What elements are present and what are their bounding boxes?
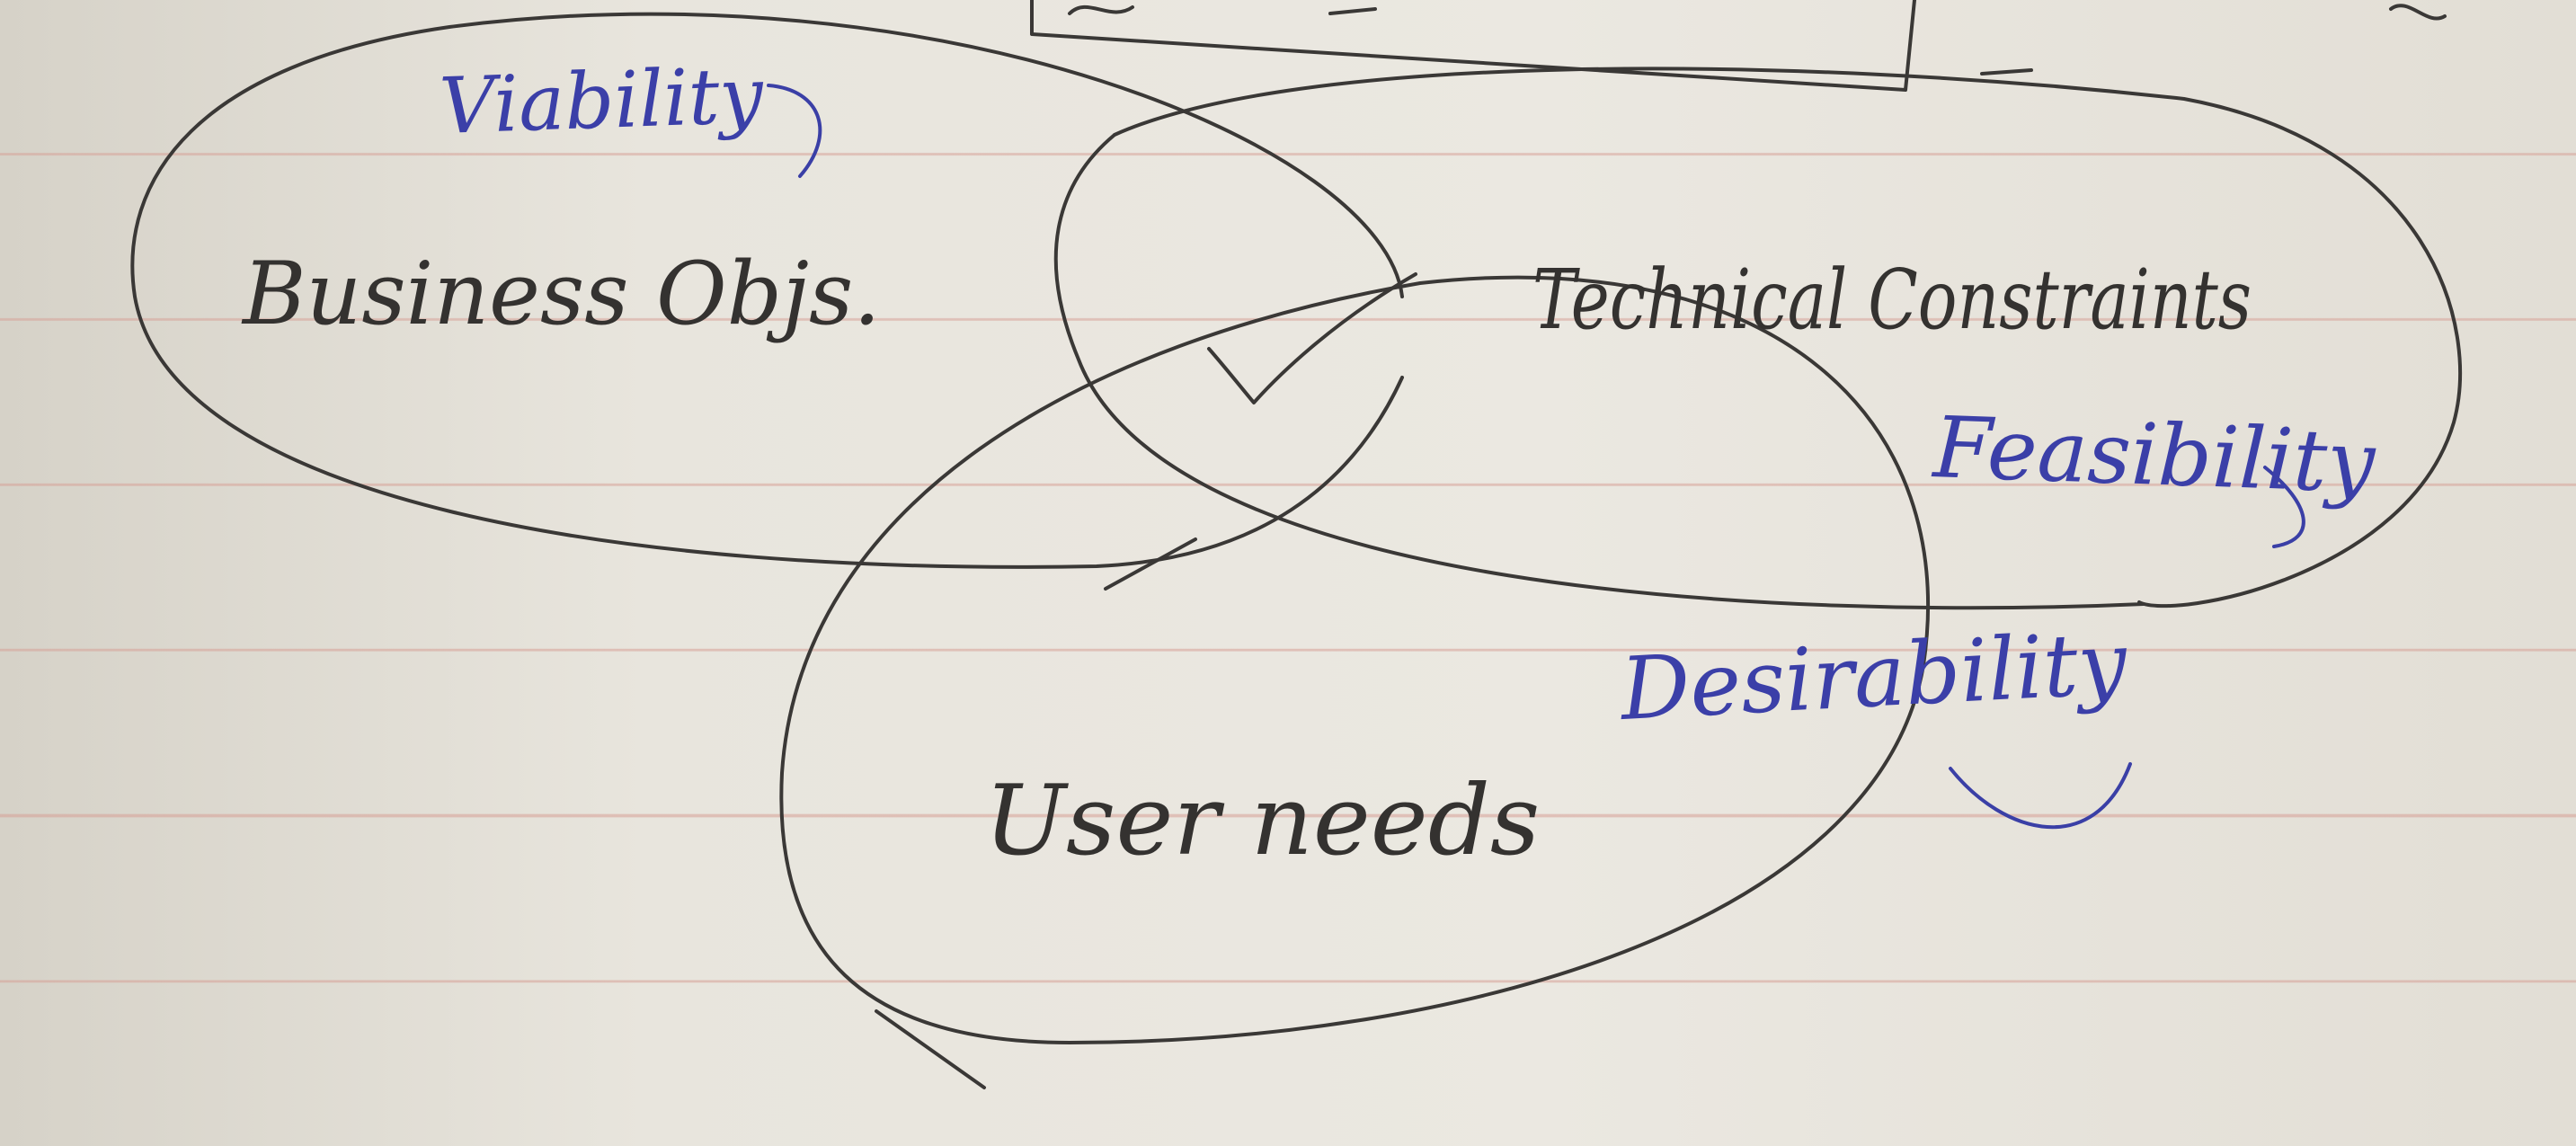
checkmark-icon: [1207, 272, 1417, 404]
feasibility-label: Feasibility: [1930, 399, 2378, 512]
top-box-outline: [1030, 0, 1916, 92]
desirability-content-label: User needs: [984, 765, 1540, 877]
desirability-ellipse: [779, 275, 1930, 1044]
feasibility-content-label: Technical Constraints: [1532, 252, 2252, 348]
feasibility-ellipse: [1053, 67, 2462, 610]
top-scribble: [1068, 4, 2447, 21]
desirability-label: Desirability: [1616, 613, 2130, 741]
viability-content-label: Business Objs.: [241, 244, 881, 344]
ellipse-tail-center: [1104, 537, 1197, 591]
viability-underline: [767, 84, 822, 178]
viability-ellipse: [130, 12, 1404, 569]
ellipse-tail-left: [875, 1009, 986, 1089]
feasibility-underline: [2263, 466, 2305, 548]
top-box-right-tail: [1980, 68, 2033, 76]
viability-label: Viability: [438, 50, 766, 152]
desirability-underline: [1949, 762, 2132, 829]
